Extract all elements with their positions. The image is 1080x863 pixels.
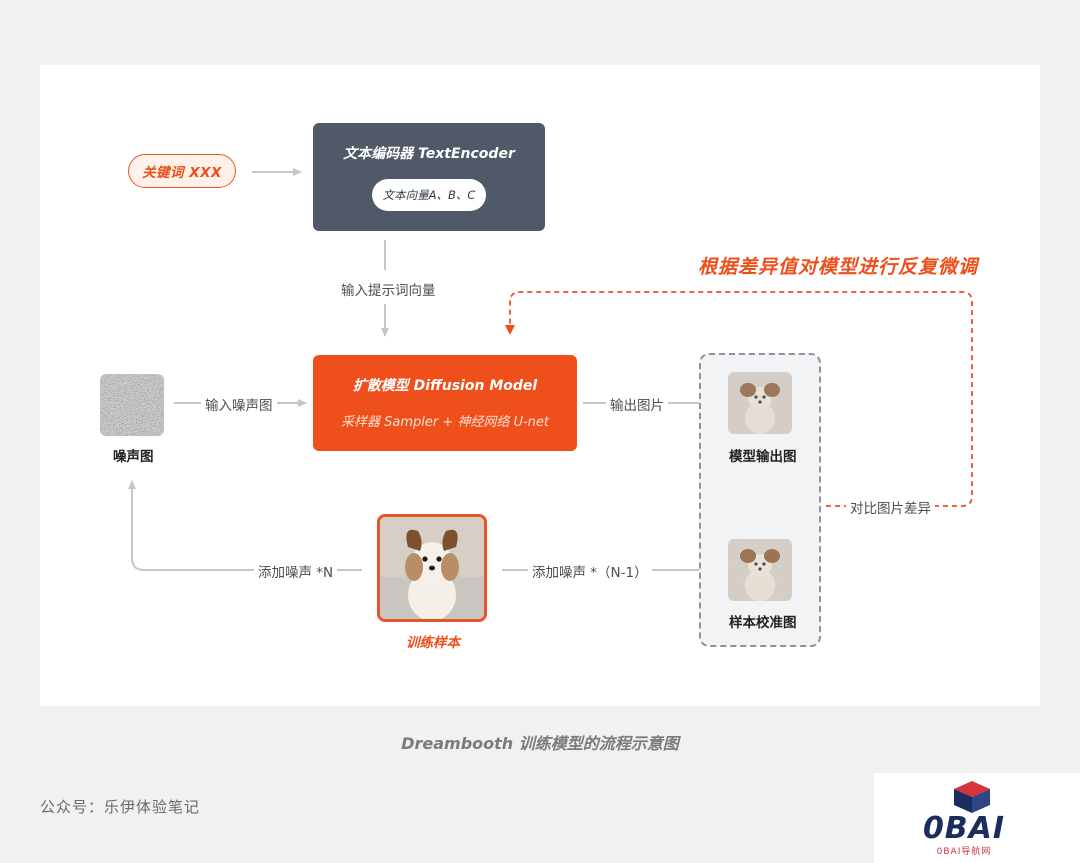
calibration-image xyxy=(728,539,792,601)
add-noise-n-label: 添加噪声 *N xyxy=(254,561,338,581)
noise-image-label: 噪声图 xyxy=(113,449,154,465)
noise-image xyxy=(100,374,164,436)
feedback-title: 根据差异值对模型进行反复微调 xyxy=(698,256,979,278)
footer-account: 公众号：乐伊体验笔记 xyxy=(40,798,201,816)
text-vector-chip: 文本向量A、B、C xyxy=(372,179,486,211)
text-encoder-box: 文本编码器 TextEncoder 文本向量A、B、C xyxy=(313,123,545,231)
keyword-pill: 关键词 XXX xyxy=(128,154,236,188)
diffusion-model-subtitle: 采样器 Sampler + 神经网络 U-net xyxy=(340,415,550,430)
noise-pattern xyxy=(100,374,164,436)
logo-text: 0BAI xyxy=(922,811,1006,846)
training-sample-image xyxy=(377,514,487,622)
text-encoder-title: 文本编码器 TextEncoder xyxy=(343,146,515,162)
compare-diff-label: 对比图片差异 xyxy=(846,497,935,517)
feedback-loop-line xyxy=(505,291,973,507)
diagram-caption: Dreambooth 训练模型的流程示意图 xyxy=(401,734,679,753)
diffusion-model-box: 扩散模型 Diffusion Model 采样器 Sampler + 神经网络 … xyxy=(313,355,577,451)
dog-noisy-calibration xyxy=(728,539,792,601)
logo-cube-icon xyxy=(954,781,990,813)
dog-noisy-output xyxy=(728,372,792,434)
model-output-label: 模型输出图 xyxy=(729,449,797,465)
arrow-sample-to-noise xyxy=(128,480,362,571)
logo: 0BAI 0BAI导航网 xyxy=(874,773,1080,863)
logo-subtext: 0BAI导航网 xyxy=(936,847,992,857)
output-image-label: 输出图片 xyxy=(606,394,668,414)
dog-photo xyxy=(380,517,484,619)
training-sample-label: 训练样本 xyxy=(406,635,460,651)
diffusion-model-title: 扩散模型 Diffusion Model xyxy=(352,378,538,394)
input-prompt-vector-label: 输入提示词向量 xyxy=(337,279,440,299)
model-output-image xyxy=(728,372,792,434)
add-noise-n-minus-1-label: 添加噪声 *（N-1） xyxy=(528,561,652,581)
calibration-label: 样本校准图 xyxy=(729,615,797,631)
input-noise-label: 输入噪声图 xyxy=(201,394,277,414)
